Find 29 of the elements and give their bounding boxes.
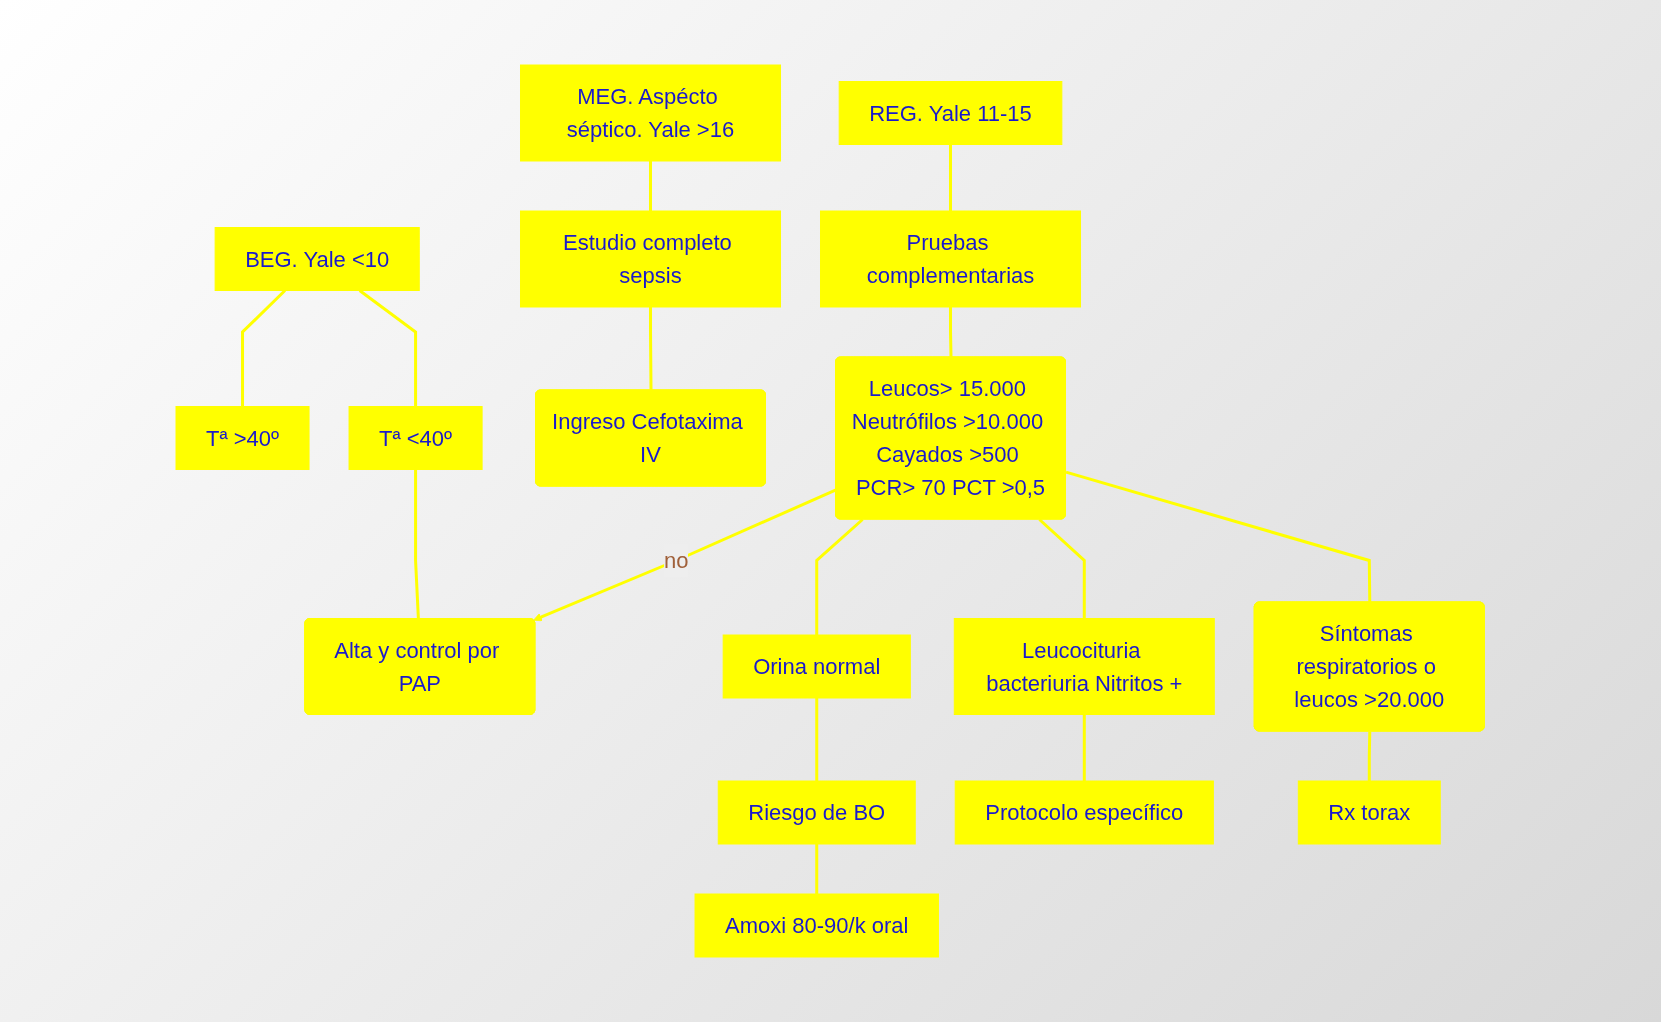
node-box: Leucocituria bacteriuria Nitritos + [954,618,1216,715]
arrow [533,488,837,622]
connector [359,289,418,407]
node-box: Protocolo específico [955,780,1215,845]
connector [241,289,287,407]
node-box: Tª <40º [348,406,483,470]
node-box: Estudio completo sepsis [520,210,782,308]
connector [414,469,421,620]
connector [949,144,953,211]
node-box: Tª >40º [175,406,310,470]
node-box: Rx torax [1298,780,1442,845]
node-box: BEG. Yale <10 [215,227,421,291]
node-box: MEG. Aspécto séptico. Yale >16 [520,64,782,162]
node-box: Orina normal [723,634,912,699]
connector [1368,731,1372,781]
connector [649,307,653,391]
connector [815,844,819,894]
connector [1065,470,1372,603]
node-box: Riesgo de BO [718,780,917,845]
node-box: Pruebas complementarias [820,210,1082,308]
node-box: Amoxi 80-90/k oral [694,893,940,958]
connector [949,307,953,358]
connector [649,161,653,211]
connector [1083,714,1087,781]
edge-label: no [664,548,689,573]
connector [1038,518,1087,619]
connector [815,518,864,635]
connector [815,698,819,781]
node-box: REG. Yale 11-15 [839,81,1063,145]
